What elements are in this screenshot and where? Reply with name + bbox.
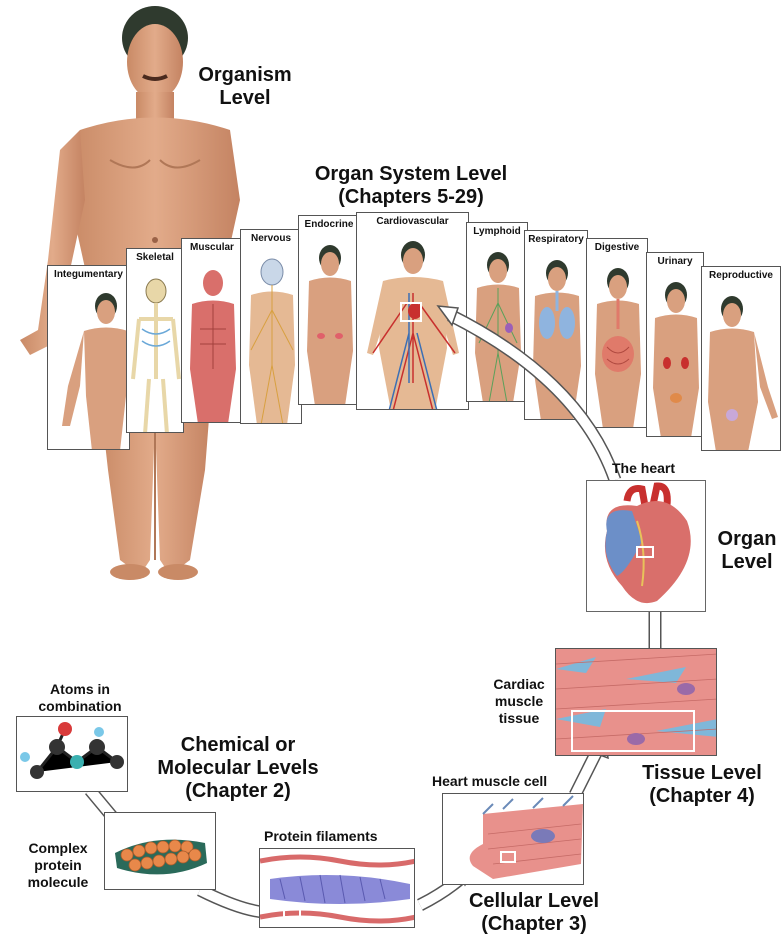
- cellular-level-title: Cellular Level(Chapter 3): [460, 890, 608, 936]
- heart-panel: [586, 480, 706, 612]
- protein-filaments-label: Protein filaments: [264, 828, 378, 845]
- tissue-level-title: Tissue Level(Chapter 4): [628, 762, 776, 808]
- protein-filaments-panel: [259, 848, 415, 928]
- complex-protein-panel: [104, 812, 216, 890]
- atoms-panel: [16, 716, 128, 792]
- heart-muscle-cell-label: Heart muscle cell: [432, 773, 547, 790]
- heart-label: The heart: [612, 460, 675, 477]
- cardiac-tissue-panel: [555, 648, 717, 756]
- heart-cell-panel: [442, 793, 584, 885]
